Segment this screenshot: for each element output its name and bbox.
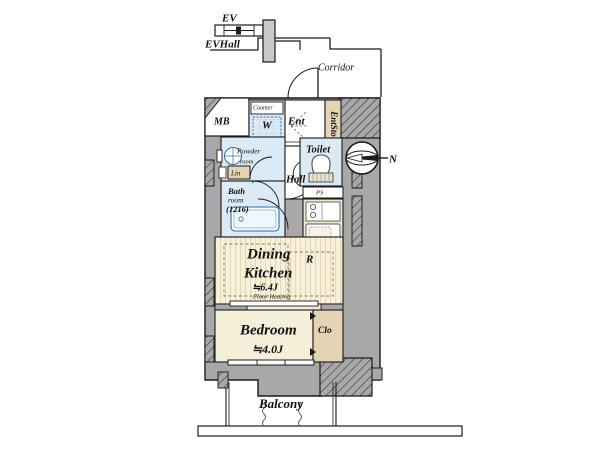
refrigerator-space [288,251,334,297]
bathtub-drain-icon [238,216,244,222]
structural-sliver-left-upper [204,159,215,187]
corridor-floor [210,38,380,98]
elevator-door-marker [236,26,241,35]
compass-rose: N [345,141,398,175]
mb-label: MB [213,116,230,127]
bedroom-label: Bedroom [239,322,297,338]
bath-label-line1: Bath [227,186,245,196]
toilet-label: Toilet [306,144,331,155]
mb-corner-hatch [204,97,223,120]
washer-label: W [262,120,273,132]
bath-door-arc [252,180,280,208]
counter-label: Counter [253,105,273,111]
balcony-connector-left [217,371,229,389]
structural-nib-right [371,367,383,381]
floor-heating-note: Floor Heating [252,293,291,300]
interior-rooms-group [214,67,344,366]
balcony-label: Balcony [258,396,303,411]
hall-door-arc-2 [257,198,289,230]
bath-label-line3: (1216) [226,204,249,214]
dk-window [229,300,319,307]
entrance-traffic-guides [290,111,308,141]
linen-closet [227,165,251,180]
dining-kitchen-area: ≒6.4J [252,282,279,293]
balcony-side-walls [225,382,337,432]
structural-block-bottom-right [319,357,373,397]
balcony-group [197,371,463,437]
linen-side-nib [218,166,227,179]
room-labels-group: MB Counter W Ent EntSto Powder room Lin … [213,105,339,411]
structural-sliver-left-bottom [204,335,215,363]
bedroom-window [227,359,315,366]
compass-north-label: N [388,154,398,166]
gas-stove-icon [305,201,341,222]
structural-sliver-left-lower [204,277,215,307]
dining-kitchen-floor [214,236,344,305]
common-area-group: EV EVHall Corridor [204,13,382,98]
pipe-shaft-label: PS [315,189,324,196]
floor-heating-zone [223,243,289,297]
powder-room-label-line2: room [240,158,254,165]
corridor-edge-top-right [329,38,381,50]
ev-hall-label: EVHall [204,39,241,51]
bedroom-area: ≒4.0J [252,342,284,356]
bathtub-inner [233,209,277,229]
balcony-side-walls-inner [228,382,334,430]
structural-sliver-right-mid [351,195,363,247]
toilet-door-arc [292,161,301,187]
elevator-shaft-wall [262,19,276,63]
powder-door-arc [249,156,273,180]
stove-burner-1 [309,203,317,211]
counter-unit [250,101,284,115]
closet-door-marker-bottom [310,348,316,356]
structural-column-top-right [339,97,381,139]
linen-label: Lin [230,170,241,178]
entrance-label: Ent [287,116,305,128]
entrance-door-arc [287,67,319,99]
hall-label: Hall [285,174,305,185]
dining-kitchen-label-line1: Dining [246,246,291,262]
refrigerator-label: R [305,254,313,266]
balcony-drain-left [262,401,266,427]
balcony-drain-right [298,401,302,427]
powder-room-label-line1: Powder [236,147,260,156]
ev-label: EV [221,13,238,25]
pipe-shaft [302,186,344,199]
closet-label: Clo [318,326,332,336]
entrance-storage-label: EntSto [329,110,339,137]
vanity-side-panel [216,149,223,163]
bath-label-line2: room [228,196,244,205]
ev-hall-link [275,40,301,50]
balcony-railing [197,425,463,437]
stove-burner-2 [309,211,317,219]
corridor-edge-step [257,37,330,50]
closet-door-marker-top [310,312,316,320]
corridor-label: Corridor [318,62,354,73]
compass-needle [347,155,378,161]
closet [312,309,344,363]
dining-kitchen-label-line2: Kitchen [243,265,292,281]
compass-needle-tail [345,153,363,163]
